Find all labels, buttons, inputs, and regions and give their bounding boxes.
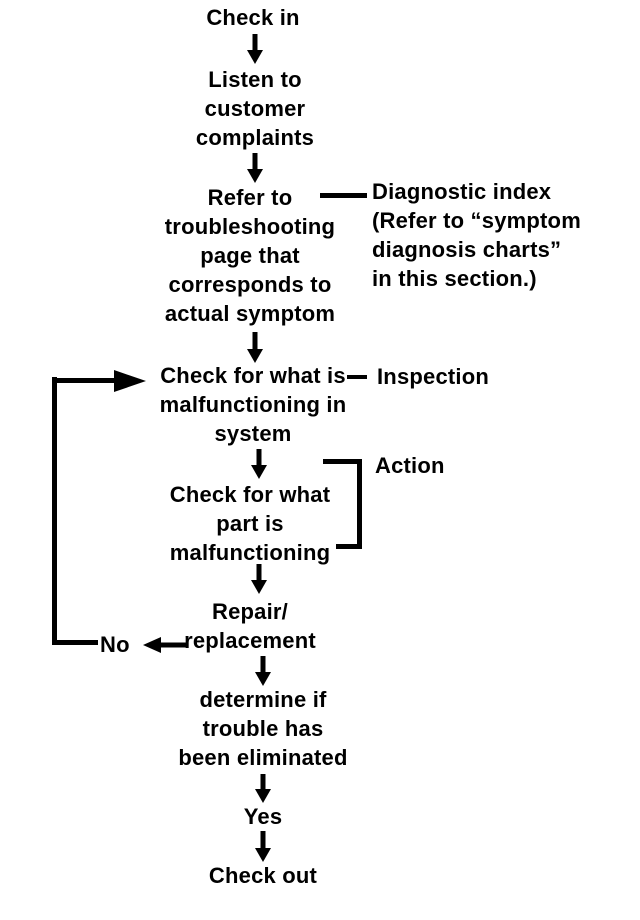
- annotation-inspection: Inspection: [377, 362, 489, 391]
- flow-text-line: troubleshooting: [164, 214, 336, 239]
- action-bracket-bottom: [336, 544, 362, 549]
- flow-text-line: in this section.): [372, 266, 537, 291]
- flow-node-check-system: Check for what is malfunctioning in syst…: [143, 361, 363, 448]
- flow-text-line: Repair/: [212, 599, 288, 624]
- annotation-no: No: [100, 630, 130, 659]
- flow-text-line: malfunctioning: [169, 540, 331, 565]
- flow-text-line: Check for what is: [160, 363, 346, 388]
- flow-text-line: part is: [216, 511, 284, 536]
- no-return-arrow-left-icon: [143, 636, 187, 653]
- arrow-down-icon: [247, 332, 263, 363]
- action-bracket-top: [323, 459, 362, 464]
- flow-node-check-in: Check in: [143, 3, 363, 32]
- flow-node-listen: Listen to customer complaints: [145, 65, 365, 152]
- flow-text-line: customer: [204, 96, 306, 121]
- flow-text-line: Check in: [206, 5, 300, 30]
- flow-text-line: actual symptom: [164, 301, 336, 326]
- flow-text-line: Check for what: [169, 482, 331, 507]
- feedback-line-vertical: [52, 377, 57, 645]
- flow-text-line: Check out: [208, 863, 318, 888]
- flow-text-line: system: [214, 421, 292, 446]
- connector-system-to-inspection: [347, 375, 367, 379]
- annotation-diagnostic-index: Diagnostic index (Refer to “symptom diag…: [372, 177, 612, 293]
- flow-text-line: complaints: [195, 125, 315, 150]
- arrow-down-icon: [255, 774, 271, 803]
- feedback-line-bottom: [52, 640, 98, 645]
- flow-text-line: diagnosis charts”: [372, 237, 562, 262]
- flow-text-line: Action: [375, 453, 445, 478]
- flow-text-line: No: [100, 632, 130, 657]
- flow-node-check-out: Check out: [153, 861, 373, 890]
- connector-refer-to-diagnostic: [320, 193, 367, 198]
- arrow-down-icon: [251, 449, 267, 479]
- flow-text-line: trouble has: [202, 716, 324, 741]
- arrow-down-icon: [247, 153, 263, 183]
- flow-text-line: Listen to: [208, 67, 302, 92]
- flow-text-line: Refer to: [207, 185, 293, 210]
- arrow-down-icon: [255, 656, 271, 686]
- arrow-down-icon: [247, 34, 263, 64]
- flow-node-yes: Yes: [153, 802, 373, 831]
- flow-node-refer: Refer to troubleshooting page that corre…: [140, 183, 360, 328]
- flow-text-line: corresponds to: [168, 272, 332, 297]
- flow-node-check-part: Check for what part is malfunctioning: [140, 480, 360, 567]
- flow-text-line: Yes: [243, 804, 283, 829]
- flow-node-repair: Repair/ replacement: [140, 597, 360, 655]
- arrow-down-icon: [251, 564, 267, 594]
- flow-text-line: page that: [200, 243, 300, 268]
- feedback-line-top: [52, 378, 115, 383]
- flow-text-line: Inspection: [377, 364, 490, 389]
- flow-text-line: replacement: [184, 628, 316, 653]
- action-bracket-vertical: [357, 459, 362, 549]
- flow-text-line: (Refer to “symptom: [372, 208, 581, 233]
- arrow-down-icon: [255, 831, 271, 862]
- flow-text-line: malfunctioning in: [159, 392, 347, 417]
- flow-node-determine: determine if trouble has been eliminated: [153, 685, 373, 772]
- annotation-action: Action: [375, 451, 445, 480]
- flow-text-line: been eliminated: [178, 745, 348, 770]
- flow-text-line: determine if: [199, 687, 327, 712]
- feedback-arrow-right-icon: [114, 370, 146, 392]
- flow-text-line: Diagnostic index: [372, 179, 552, 204]
